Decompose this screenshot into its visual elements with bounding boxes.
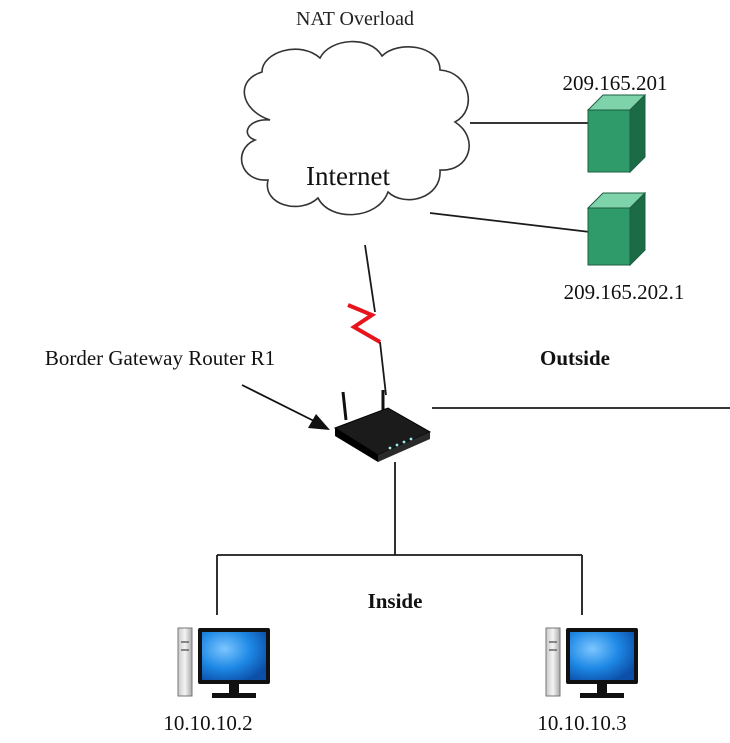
internet-cloud-icon: Internet <box>240 40 470 216</box>
desktop-computer-icon <box>545 627 638 698</box>
serial-link-icon <box>347 244 387 396</box>
router-icon <box>333 390 432 462</box>
link-cloud-server2 <box>429 212 591 233</box>
server-1-address: 209.165.201 <box>563 71 668 95</box>
host-1-address: 10.10.10.2 <box>163 711 252 735</box>
internet-label: Internet <box>306 161 390 191</box>
diagram-title: NAT Overload <box>296 8 414 30</box>
outside-zone-label: Outside <box>540 346 610 370</box>
host-2-address: 10.10.10.3 <box>537 711 626 735</box>
desktop-computer-icon <box>177 627 270 698</box>
server-2-address: 209.165.202.1 <box>564 280 685 304</box>
server-icon <box>586 93 647 174</box>
router-label: Border Gateway Router R1 <box>45 346 275 370</box>
inside-zone-label: Inside <box>368 589 423 613</box>
server-icon <box>586 191 647 267</box>
pointer-arrow-icon <box>241 384 330 430</box>
